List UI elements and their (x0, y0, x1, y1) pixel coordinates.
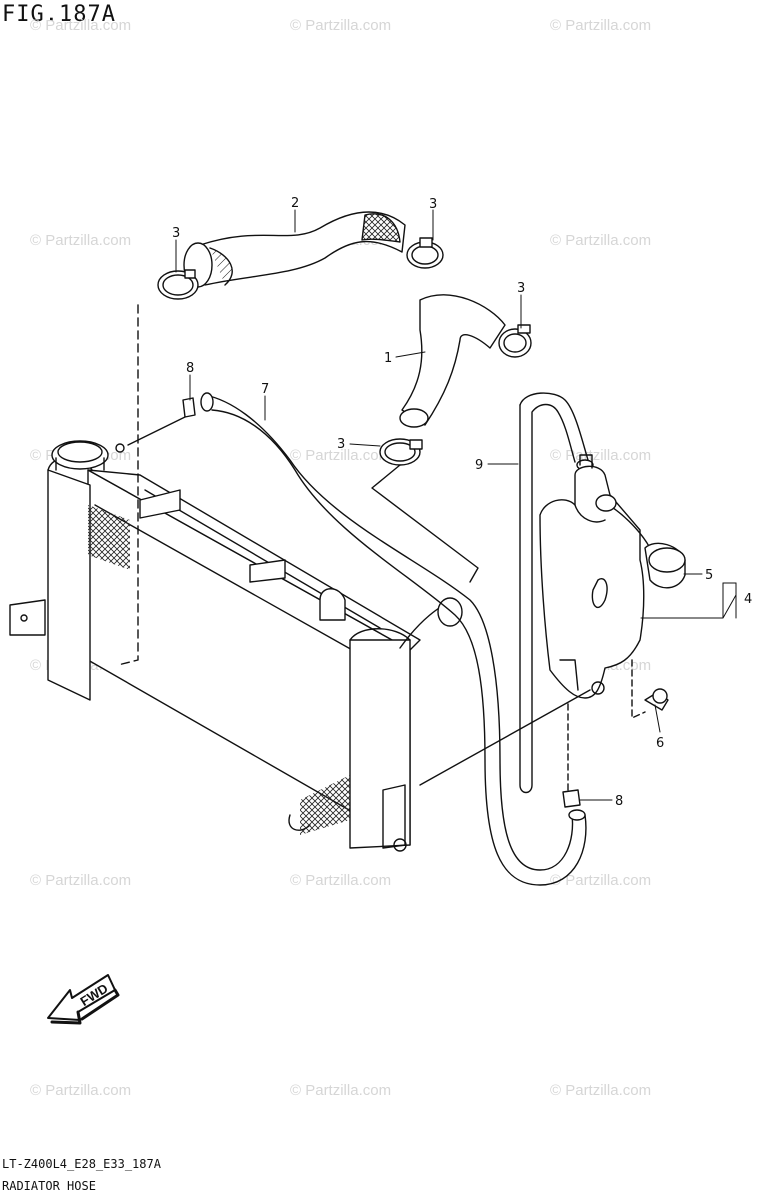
figure-code: LT-Z400L4_E28_E33_187A (2, 1157, 161, 1171)
fwd-arrow (47, 974, 120, 1025)
watermark: © Partzilla.com (550, 232, 651, 249)
clamp-3d (371, 438, 479, 583)
hose-7 (200, 392, 587, 886)
watermark: © Partzilla.com (290, 447, 391, 464)
watermark: © Partzilla.com (30, 1082, 131, 1099)
watermark: © Partzilla.com (30, 872, 131, 889)
watermark: © Partzilla.com (550, 17, 651, 34)
watermark: © Partzilla.com (290, 1082, 391, 1099)
figure-title: FIG.187A (2, 2, 116, 27)
clip-8a (115, 397, 196, 453)
hose-2 (183, 211, 406, 288)
clamp-3c (498, 324, 532, 358)
callout-3: 3 (337, 437, 345, 452)
clamp-3a (157, 269, 199, 300)
watermark: © Partzilla.com (30, 232, 131, 249)
callout-8: 8 (615, 794, 623, 809)
clamp-3b (406, 237, 444, 269)
callouts: 1 2 3 3 3 3 4 5 6 7 8 8 9 (172, 196, 752, 809)
watermark: © Partzilla.com (550, 1082, 651, 1099)
reservoir-tank (539, 454, 686, 699)
callout-3: 3 (429, 197, 437, 212)
callout-7: 7 (261, 382, 269, 397)
hose-1 (399, 294, 506, 428)
callout-6: 6 (656, 736, 664, 751)
callout-1: 1 (384, 351, 392, 366)
watermark: © Partzilla.com (290, 17, 391, 34)
callout-2: 2 (291, 196, 299, 211)
watermark: © Partzilla.com (550, 872, 651, 889)
leader-lines (175, 209, 737, 801)
watermark: © Partzilla.com (550, 447, 651, 464)
callout-3: 3 (517, 281, 525, 296)
clip-8b (562, 699, 581, 808)
guide-line (419, 689, 591, 786)
bolt-6 (631, 659, 669, 719)
callout-5: 5 (705, 568, 713, 583)
watermark: © Partzilla.com (290, 872, 391, 889)
watermark: © Partzilla.com (30, 17, 131, 34)
callout-9: 9 (475, 458, 483, 473)
callout-4: 4 (744, 592, 752, 607)
callout-3: 3 (172, 226, 180, 241)
radiator (9, 304, 463, 852)
figure-name: RADIATOR HOSE (2, 1179, 96, 1193)
callout-8: 8 (186, 361, 194, 376)
